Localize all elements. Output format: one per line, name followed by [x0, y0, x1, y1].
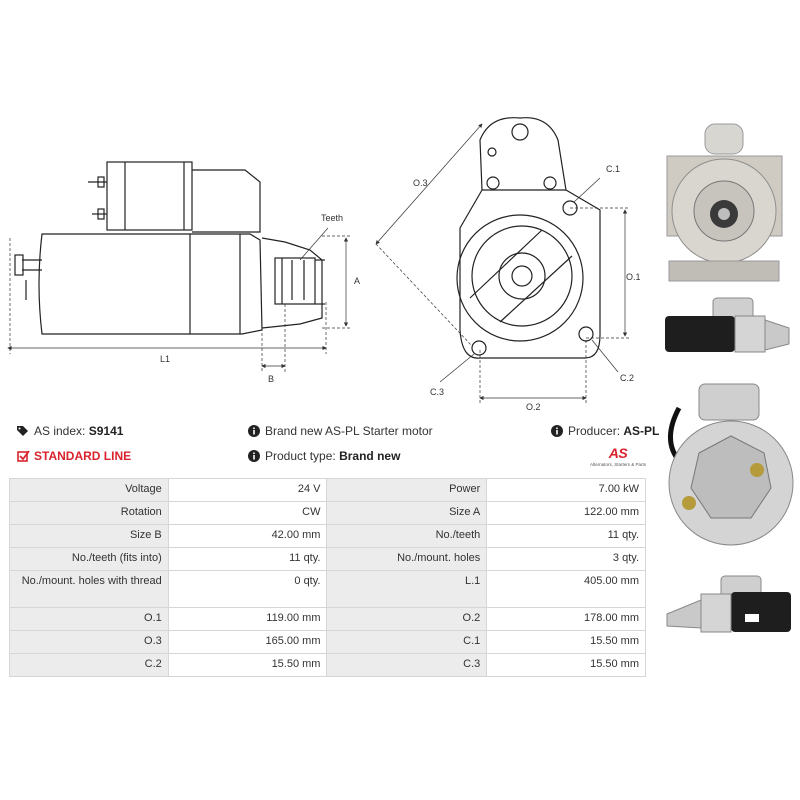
photo-rear[interactable]	[659, 378, 799, 558]
table-row: No./teeth (fits into) 11 qty. No./mount.…	[9, 547, 646, 571]
table-row: Voltage 24 V Power 7.00 kW	[9, 478, 646, 502]
spec-label: Rotation	[9, 501, 169, 525]
dim-o1-label: O.1	[626, 272, 641, 282]
table-row: Rotation CW Size A 122.00 mm	[9, 501, 646, 525]
dim-o2-label: O.2	[526, 402, 541, 412]
starter-side-image-1	[665, 297, 790, 353]
info-icon	[247, 424, 261, 438]
as-index-value: S9141	[88, 424, 124, 438]
spec-label: No./teeth	[326, 524, 488, 548]
logo-tagline: Alternators, Starters & Parts	[589, 462, 647, 467]
side-view	[14, 161, 325, 335]
table-row: C.2 15.50 mm C.3 15.50 mm	[9, 653, 646, 677]
starter-side-image-2	[666, 575, 791, 633]
spec-label: No./mount. holes	[326, 547, 488, 571]
spec-value: 15.50 mm	[167, 653, 328, 677]
table-row: O.1 119.00 mm O.2 178.00 mm	[9, 607, 646, 631]
product-photos	[655, 110, 800, 670]
side-dimensions	[7, 227, 350, 372]
spec-value: 7.00 kW	[486, 478, 646, 502]
spec-value: 15.50 mm	[486, 630, 646, 654]
spec-label: C.1	[326, 630, 488, 654]
dim-c3-label: C.3	[430, 387, 444, 397]
spec-value: 15.50 mm	[486, 653, 646, 677]
standard-line-text: STANDARD LINE	[34, 449, 132, 463]
product-description: Brand new AS-PL Starter motor	[247, 424, 433, 438]
producer-value: AS-PL	[623, 424, 660, 438]
spec-value: 3 qty.	[486, 547, 646, 571]
checkbox-icon	[16, 449, 30, 463]
spec-value: 122.00 mm	[486, 501, 646, 525]
table-row: No./mount. holes with thread 0 qty. L.1 …	[9, 570, 646, 608]
product-type: Product type: Brand new	[247, 449, 400, 463]
product-type-label: Product type:	[265, 449, 336, 463]
table-row: O.3 165.00 mm C.1 15.50 mm	[9, 630, 646, 654]
producer: Producer: AS-PL	[550, 424, 659, 438]
spec-value: 0 qty.	[167, 570, 328, 608]
spec-label: No./mount. holes with thread	[9, 570, 169, 608]
as-index: AS index: S9141	[16, 424, 123, 438]
spec-label: C.2	[9, 653, 169, 677]
spec-label: O.1	[9, 607, 169, 631]
as-index-label: AS index:	[34, 424, 86, 438]
spec-value: 119.00 mm	[167, 607, 328, 631]
dim-c1-label: C.1	[606, 164, 620, 174]
spec-label: Voltage	[9, 478, 169, 502]
spec-label: L.1	[326, 570, 488, 608]
starter-rear-image	[668, 383, 794, 546]
table-row: Size B 42.00 mm No./teeth 11 qty.	[9, 524, 646, 548]
starter-motor-drawing: Teeth A B L1	[7, 117, 641, 412]
specs-table: Voltage 24 V Power 7.00 kW Rotation CW S…	[9, 478, 646, 677]
spec-value: 11 qty.	[167, 547, 328, 571]
dim-o3-label: O.3	[413, 178, 428, 188]
spec-value: 24 V	[167, 478, 328, 502]
info-icon	[247, 449, 261, 463]
tags-icon	[16, 424, 30, 438]
dim-b-label: B	[268, 374, 274, 384]
photo-front[interactable]	[657, 116, 792, 296]
dim-c2-label: C.2	[620, 373, 634, 383]
spec-value: 178.00 mm	[486, 607, 646, 631]
description-text: Brand new AS-PL Starter motor	[265, 424, 433, 438]
spec-value: 11 qty.	[486, 524, 646, 548]
spec-label: Size A	[326, 501, 488, 525]
spec-label: Power	[326, 478, 488, 502]
front-dimensions	[375, 123, 630, 404]
spec-value: 42.00 mm	[167, 524, 328, 548]
spec-label: Size B	[9, 524, 169, 548]
photo-side-1[interactable]	[661, 290, 796, 360]
product-type-value: Brand new	[339, 449, 401, 463]
teeth-label: Teeth	[321, 213, 343, 223]
spec-label: O.2	[326, 607, 488, 631]
photo-side-2[interactable]	[661, 570, 796, 665]
logo-mark: AS	[608, 445, 628, 461]
spec-value: 405.00 mm	[486, 570, 646, 608]
producer-label: Producer:	[568, 424, 621, 438]
spec-label: No./teeth (fits into)	[9, 547, 169, 571]
spec-label: C.3	[326, 653, 488, 677]
starter-front-image	[666, 123, 783, 282]
as-pl-logo: AS Alternators, Starters & Parts	[583, 445, 653, 473]
info-icon	[550, 424, 564, 438]
dim-a-label: A	[354, 276, 360, 286]
standard-line: STANDARD LINE	[16, 449, 131, 463]
dim-l1-label: L1	[160, 354, 170, 364]
technical-drawing: Teeth A B L1	[0, 110, 650, 420]
spec-label: O.3	[9, 630, 169, 654]
spec-value: 165.00 mm	[167, 630, 328, 654]
front-view	[456, 117, 601, 359]
spec-value: CW	[167, 501, 328, 525]
